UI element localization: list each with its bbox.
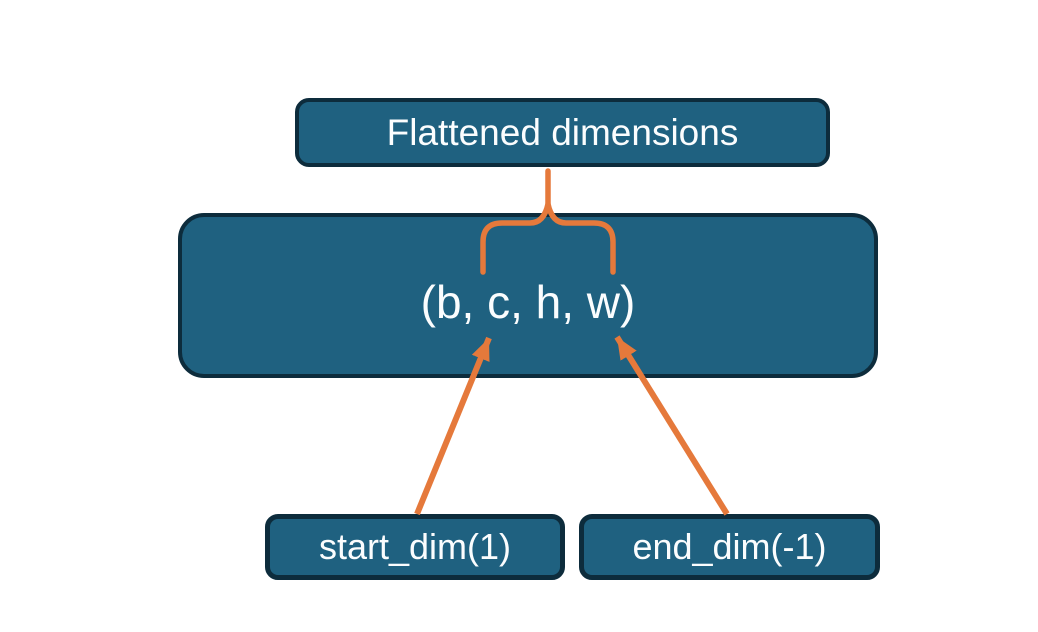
tensor-shape-label: (b, c, h, w) [420,275,636,328]
node-start-dim: start_dim(1) [265,514,565,580]
end-dim-label: end_dim(-1) [632,526,827,567]
node-tensor-shape: (b, c, h, w) [178,213,878,378]
start-dim-label: start_dim(1) [318,526,512,567]
node-flattened-dimensions: Flattened dimensions [295,98,830,167]
flattened-dimensions-label: Flattened dimensions [386,111,739,153]
node-end-dim: end_dim(-1) [579,514,880,580]
